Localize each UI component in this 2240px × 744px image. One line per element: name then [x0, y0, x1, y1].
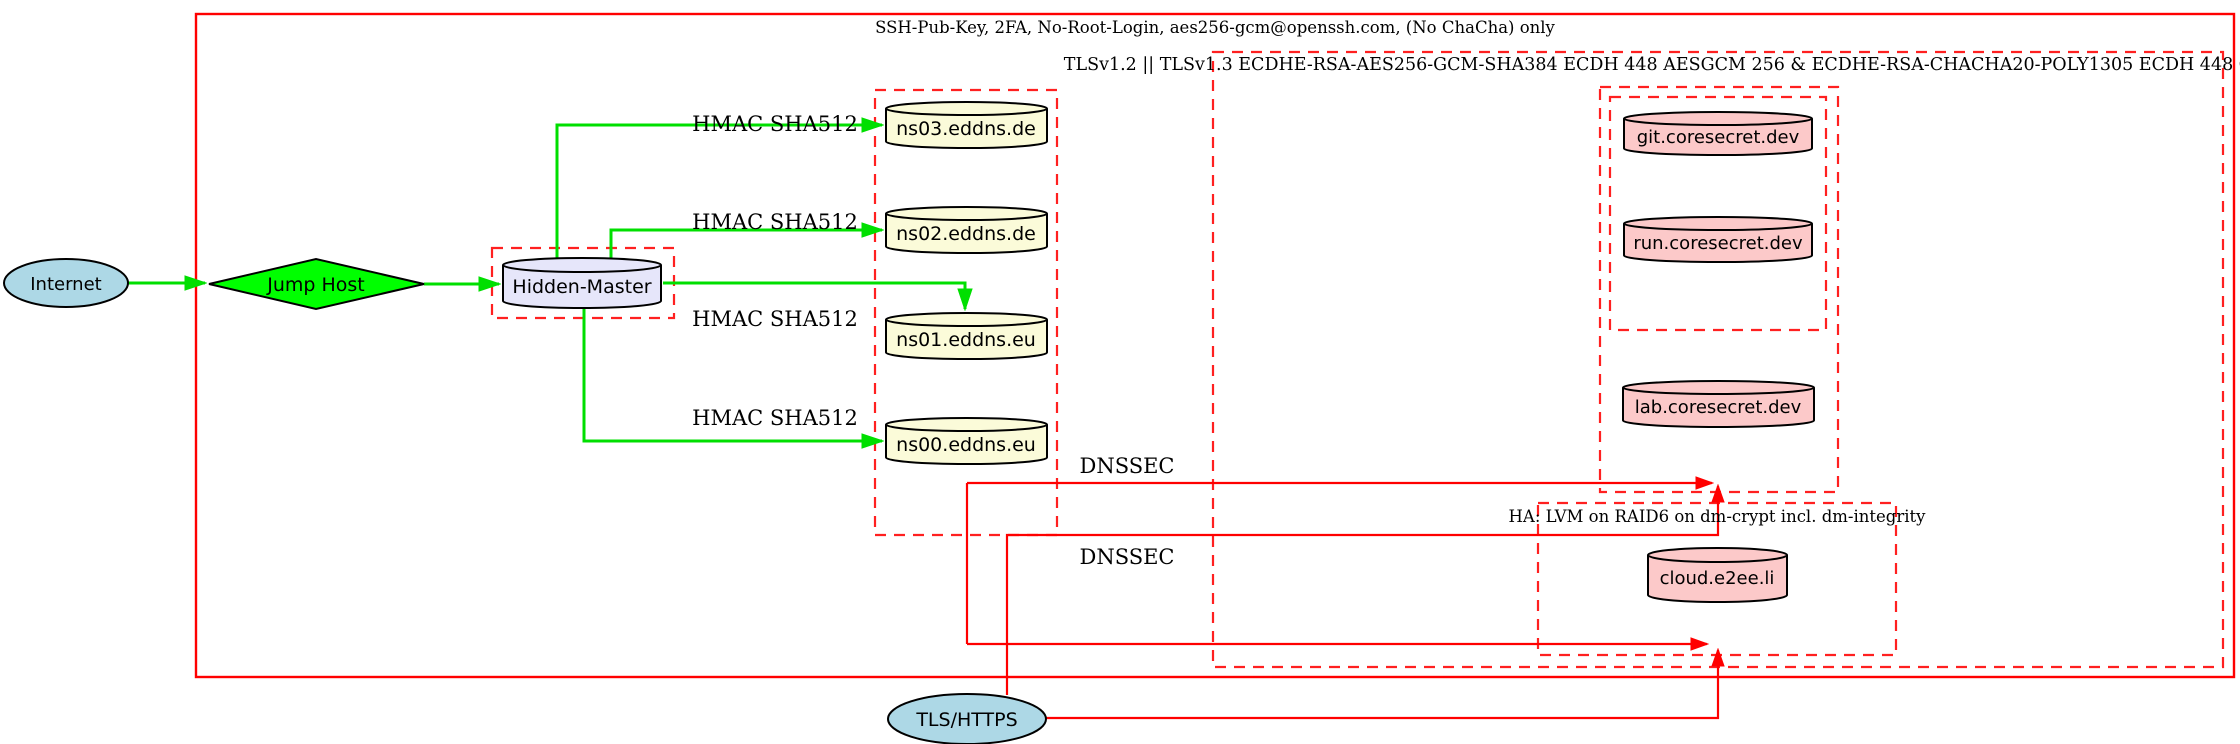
node-hiddenmaster-shape	[502, 257, 662, 309]
edge-label-hmac-ns03: HMAC SHA512	[692, 112, 858, 136]
cluster-ssh-box	[194, 12, 2236, 679]
node-ns03-shape	[885, 101, 1048, 149]
edge-tlshttps-to-ha	[1046, 650, 1718, 720]
cluster-ha-label: HA: LVM on RAID6 on dm-crypt incl. dm-in…	[1509, 507, 1927, 526]
node-ns02-shape	[885, 206, 1048, 254]
node-hiddenmaster-label: Hidden-Master	[512, 276, 651, 298]
node-run-label: run.coresecret.dev	[1633, 233, 1803, 254]
node-ns01-label: ns01.eddns.eu	[896, 329, 1036, 351]
node-jumphost-shape	[208, 257, 425, 311]
node-lab-shape	[1622, 380, 1815, 428]
node-internet-label: Internet	[30, 274, 101, 295]
node-ns00-label: ns00.eddns.eu	[896, 434, 1036, 456]
node-cloud-label: cloud.e2ee.li	[1660, 568, 1775, 589]
node-cloud-shape	[1647, 547, 1788, 603]
node-tlshttps-shape	[887, 693, 1047, 744]
node-ns02-label: ns02.eddns.de	[896, 223, 1036, 245]
node-jumphost-label: Jump Host	[266, 274, 365, 296]
edge-label-dnssec-top: DNSSEC	[1079, 454, 1174, 478]
edge-hiddenmaster-ns02	[609, 230, 882, 260]
cluster-ssh-label: SSH-Pub-Key, 2FA, No-Root-Login, aes256-…	[875, 18, 1555, 37]
node-ns01-shape	[885, 312, 1048, 360]
node-ns03-label: ns03.eddns.de	[896, 118, 1036, 140]
edge-hiddenmaster-ns00	[582, 308, 882, 441]
cluster-nameservers-box	[873, 88, 1059, 537]
edge-label-dnssec-bottom: DNSSEC	[1079, 545, 1174, 569]
node-tlshttps-label: TLS/HTTPS	[915, 709, 1017, 731]
node-ns00-shape	[885, 417, 1048, 465]
edge-label-hmac-ns02: HMAC SHA512	[692, 210, 858, 234]
edge-label-hmac-ns00: HMAC SHA512	[692, 406, 858, 430]
node-run-shape	[1623, 216, 1813, 263]
node-git-shape	[1623, 111, 1813, 156]
edge-tlshttps-to-coresecret	[1005, 486, 1718, 695]
node-internet-shape	[3, 258, 129, 308]
edge-label-hmac-ns01: HMAC SHA512	[692, 307, 858, 331]
node-lab-label: lab.coresecret.dev	[1635, 397, 1802, 418]
edge-hiddenmaster-ns03	[555, 125, 882, 260]
cluster-gitrun-box	[1608, 95, 1828, 332]
edge-hiddenmaster-ns01	[663, 281, 965, 309]
node-git-label: git.coresecret.dev	[1637, 127, 1800, 148]
cluster-tls-label: TLSv1.2 || TLSv1.3 ECDHE-RSA-AES256-GCM-…	[1064, 55, 2240, 75]
